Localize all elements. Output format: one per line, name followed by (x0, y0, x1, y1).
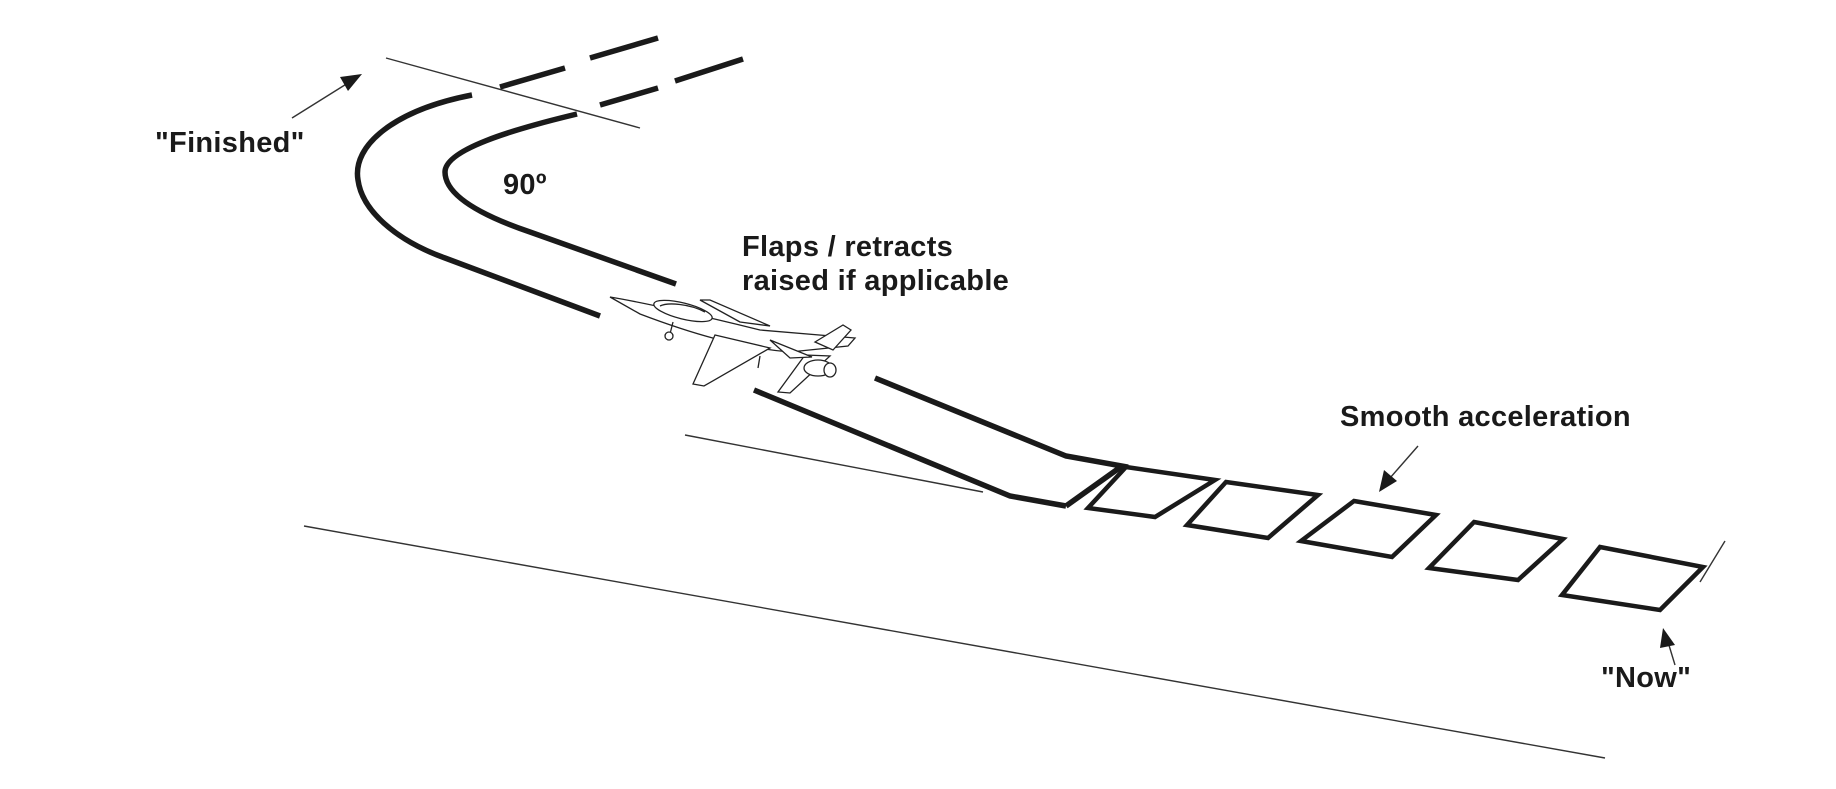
finish-line (385, 57, 641, 129)
acceleration-box-5 (1557, 544, 1708, 613)
outer-track-straight (752, 387, 1067, 509)
smooth-arrow-line (1389, 445, 1419, 479)
smooth-acceleration-label: Smooth acceleration (1340, 401, 1631, 433)
acceleration-box-2 (1182, 479, 1324, 541)
acceleration-box-3 (1295, 498, 1441, 560)
now-arrowhead (1660, 628, 1675, 648)
outer-track-curve (354, 92, 601, 319)
flaps-label-line1: Flaps / retracts (742, 231, 954, 263)
smooth-arrowhead (1379, 470, 1397, 492)
inner-track-straight (873, 375, 1129, 509)
inner-track-curve (442, 111, 677, 287)
outer-dash-2 (589, 35, 659, 61)
flaps-label-line2: raised if applicable (742, 265, 1010, 297)
jet-aircraft-icon (609, 296, 857, 394)
inner-dash-1 (599, 85, 659, 108)
finished-arrow-line (291, 82, 349, 119)
finished-arrowhead (340, 74, 362, 91)
start-tick-line (1699, 540, 1726, 583)
inner-dash-2 (674, 56, 744, 84)
runway-centerline (684, 434, 984, 493)
acceleration-box-4 (1424, 519, 1568, 583)
angle-label: 90º (503, 169, 547, 201)
runway-edge-line (303, 525, 1606, 759)
acceleration-box-1 (1083, 464, 1222, 520)
now-label: "Now" (1601, 662, 1692, 694)
finished-label: "Finished" (155, 127, 305, 159)
outer-dash-1 (499, 65, 566, 90)
